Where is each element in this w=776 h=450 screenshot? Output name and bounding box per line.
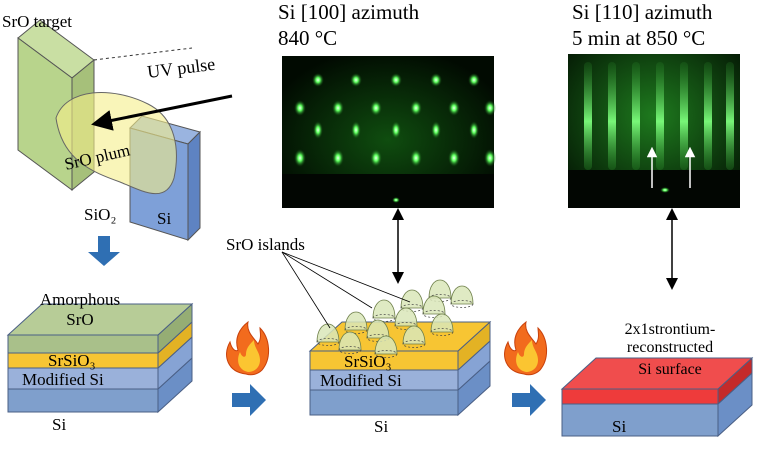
rheed-110-streak [656, 62, 664, 170]
substrate-side-face [187, 130, 201, 242]
rheed-100-spot [410, 149, 422, 167]
rheed-110-streak [704, 62, 712, 170]
rheed-100-spot [391, 121, 401, 139]
stack2-si-label: Si [374, 417, 388, 436]
stack1-si-layer [7, 388, 159, 413]
pld-setup: SrO target UV pulse SrO plum SiO₂ Si [2, 12, 233, 242]
rheed-100-spot [294, 149, 306, 167]
rheed-100-azimuth-label: Si [100] azimuth [278, 0, 420, 24]
rheed-100-spot [410, 100, 422, 116]
amorphous-label-line2: SrO [66, 310, 93, 329]
stack-final: 2x1strontium- reconstructed Si surface S… [560, 321, 754, 438]
rheed-100-spot [484, 149, 496, 167]
rheed-100-spot [370, 100, 382, 116]
rheed-100-spot [448, 100, 460, 116]
rheed-100-spot [294, 100, 306, 116]
process-arrow-1 [232, 384, 266, 416]
rheed-100-panel [282, 56, 496, 208]
down-process-arrow [88, 236, 120, 266]
uv-pulse-label: UV pulse [146, 54, 216, 82]
island-pointer-2 [281, 251, 373, 309]
anneal-step-1 [226, 320, 269, 416]
stack1-amorphous-layer [7, 334, 159, 354]
rheed-110-azimuth-label: Si [110] azimuth [572, 0, 713, 24]
process-arrow-2 [512, 384, 546, 416]
sro-plume [55, 92, 177, 195]
stack3-reconstructed-layer [561, 388, 719, 405]
sro-target-label: SrO target [2, 12, 72, 31]
rheed-110-streak [632, 62, 640, 170]
reconstructed-label-line3: Si surface [638, 361, 702, 378]
rheed-100-spot [484, 100, 496, 116]
target-front-face [17, 37, 73, 191]
flame-icon [504, 320, 547, 376]
rheed-100-spot [350, 73, 362, 87]
reconstructed-label-line1: 2x1strontium- [625, 321, 716, 338]
rheed-100-spot [351, 121, 361, 139]
rheed-100-spot [430, 73, 442, 87]
rheed-100-spot [468, 73, 480, 87]
rheed-100-spot [448, 149, 460, 167]
rheed-110-streak [680, 62, 688, 170]
anneal-step-2 [504, 320, 547, 416]
stack2-modified-si-label: Modified Si [320, 371, 402, 390]
stack1-si-label: Si [52, 415, 66, 434]
island-pointer-3 [281, 251, 411, 303]
beam-guide-line [93, 47, 193, 61]
rheed-110-specular-spot [660, 187, 670, 193]
rheed-110-streak [608, 62, 616, 170]
rheed-100-spot [312, 73, 324, 87]
si-substrate-label: Si [157, 209, 171, 228]
uv-pulse-arrow [91, 94, 233, 131]
rheed-100-spot [469, 121, 479, 139]
rheed-100-temperature-label: 840 °C [278, 26, 338, 50]
amorphous-label-line1: Amorphous [40, 290, 120, 309]
stack-islands: SrSiO₃ Modified Si Si SrO islands [226, 235, 492, 436]
stack3-si-layer [561, 403, 719, 437]
stack-initial: Amorphous SrO SrSiO₃ Modified Si Si [6, 290, 194, 434]
rheed-100-spot [313, 121, 323, 139]
sro-islands-label: SrO islands [226, 235, 305, 254]
rheed-100-spot [332, 149, 344, 167]
rheed-100-specular-spot [392, 197, 400, 203]
stack3-si-label: Si [612, 417, 626, 436]
stack1-modified-si-label: Modified Si [22, 370, 104, 389]
reconstructed-label-line2: reconstructed [627, 339, 713, 356]
stack2-srsio3-label: SrSiO₃ [344, 352, 392, 371]
rheed-110-condition-label: 5 min at 850 °C [572, 26, 706, 50]
rheed-110-streak [584, 62, 592, 170]
rheed-100-spot [390, 73, 402, 87]
rheed-100-spot [332, 100, 344, 116]
stack2-si-layer [309, 389, 459, 416]
island-pointer-1 [281, 251, 331, 329]
rheed-110-streak [726, 62, 734, 170]
rheed-110-panel [568, 54, 740, 208]
sio2-label: SiO₂ [84, 205, 116, 224]
rheed-100-spot [370, 149, 382, 167]
flame-icon [226, 320, 269, 376]
rheed-100-spot [431, 121, 441, 139]
stack1-srsio3-label: SrSiO₃ [48, 351, 96, 370]
